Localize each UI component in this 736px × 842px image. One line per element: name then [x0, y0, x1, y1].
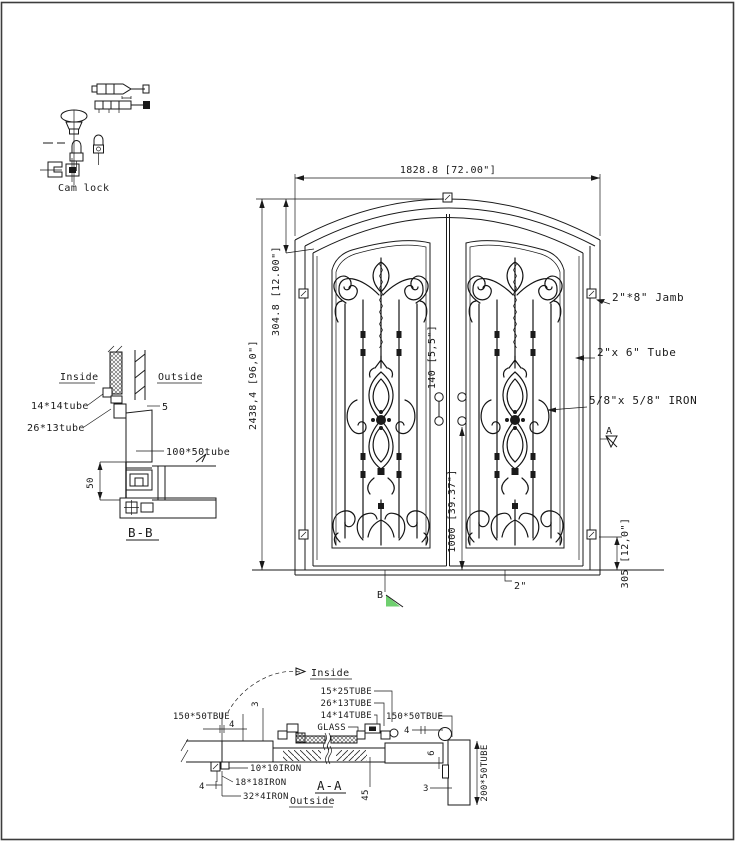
dim-width: 1828.8 [72.00"]: [400, 165, 496, 176]
cam-lock-icon: [40, 158, 80, 182]
bb-inside-label: Inside: [60, 372, 99, 383]
jamb-label: 2"*8" Jamb: [612, 291, 684, 304]
aa-glass-label: GLASS: [317, 723, 346, 733]
aa-right-jamb-tube: [384, 742, 444, 764]
leaf-top-arc: [312, 217, 584, 254]
bb-dim50: 50: [86, 477, 96, 488]
dim-bottom-rail: 2": [514, 581, 527, 592]
section-marker-a: A: [606, 426, 612, 437]
bb-tube26-label: 26*13tube: [27, 423, 85, 434]
tube-label: 2"x 6" Tube: [597, 346, 676, 359]
lock-body-front-view-icon: [94, 100, 150, 113]
aa-tube2613-label: 26*13TUBE: [321, 699, 372, 709]
aa-iron18-label: 18*18IRON: [235, 778, 286, 788]
bb-outside-label: Outside: [158, 372, 203, 383]
bb-tube14-label: 14*14tube: [31, 401, 89, 412]
aa-iron10-label: 10*10IRON: [250, 764, 301, 774]
bb-title: B-B: [128, 525, 154, 540]
dim-arch: 304.8 [12.00"]: [271, 246, 282, 336]
left-panel-frame: [331, 240, 431, 549]
door-elevation: 1828.8 [72.00"] 2438,4 [96,0"] 304.8 [12…: [248, 165, 697, 608]
dim-height: 2438,4 [96,0"]: [248, 340, 259, 430]
swing-arrow-icon: [295, 667, 307, 676]
aa-dim6: 6: [427, 750, 437, 756]
aa-dim4-right: 4: [404, 726, 410, 736]
aa-tube1414-label: 14*14TUBE: [321, 711, 372, 721]
hardware-details: Cam lock: [40, 83, 150, 194]
section-bb: Inside Outside 14*14tube 26*13tube 5 100…: [27, 345, 230, 541]
aa-title: A-A: [317, 778, 343, 793]
aa-dim4-left-bottom: 4: [199, 782, 205, 792]
dim-handle-height: 1000 [39.37"]: [447, 469, 458, 552]
dim-bottom-hinge: 305 [12,0"]: [620, 518, 631, 589]
aa-dim3-right: 3: [423, 784, 429, 794]
section-aa: Inside 15*25TUBE 26*13TUBE 14*14TUBE GLA…: [173, 667, 490, 808]
hinge-icons: [298, 192, 597, 540]
aa-rail-hatch-right: [336, 750, 367, 761]
aa-glass-strip: [295, 735, 326, 744]
section-marker-b: B: [377, 590, 383, 601]
aa-tube150-right-label: 150*50TBUE: [386, 712, 443, 722]
aa-left-jamb-tube: [221, 740, 274, 763]
aa-rail-hatch-left: [283, 750, 321, 761]
dim-handle-gap: 140 [5,5"]: [427, 325, 438, 389]
lock-body-top-view-icon: [91, 83, 150, 99]
aa-hinge-pin-icon: [438, 727, 452, 741]
aa-dim4-left-top: 4: [229, 720, 235, 730]
aa-iron32-label: 32*4IRON: [243, 792, 289, 802]
aa-outside-label: Outside: [290, 796, 335, 807]
bb-tube100-label: 100*50tube: [166, 447, 230, 458]
aa-dim45: 45: [361, 789, 371, 800]
cam-lock-label: Cam lock: [58, 183, 109, 194]
aa-tube200-label: 200*50TUBE: [480, 744, 490, 801]
lever-pin-icon: [69, 140, 84, 171]
bb-dim5: 5: [162, 402, 168, 413]
iron-label: 5/8"x 5/8" IRON: [589, 394, 697, 407]
aa-dim3-left: 3: [251, 701, 261, 707]
cylinder-pin-icon: [93, 134, 104, 165]
door-handles: [434, 392, 467, 426]
right-panel-frame: [465, 240, 565, 549]
arch-inner: [304, 207, 596, 247]
aa-vertical-tube: [447, 739, 471, 806]
aa-tube150-left-label: 150*50TBUE: [173, 712, 230, 722]
aa-inside-label: Inside: [311, 668, 350, 679]
aa-tube1525-label: 15*25TUBE: [321, 687, 372, 697]
